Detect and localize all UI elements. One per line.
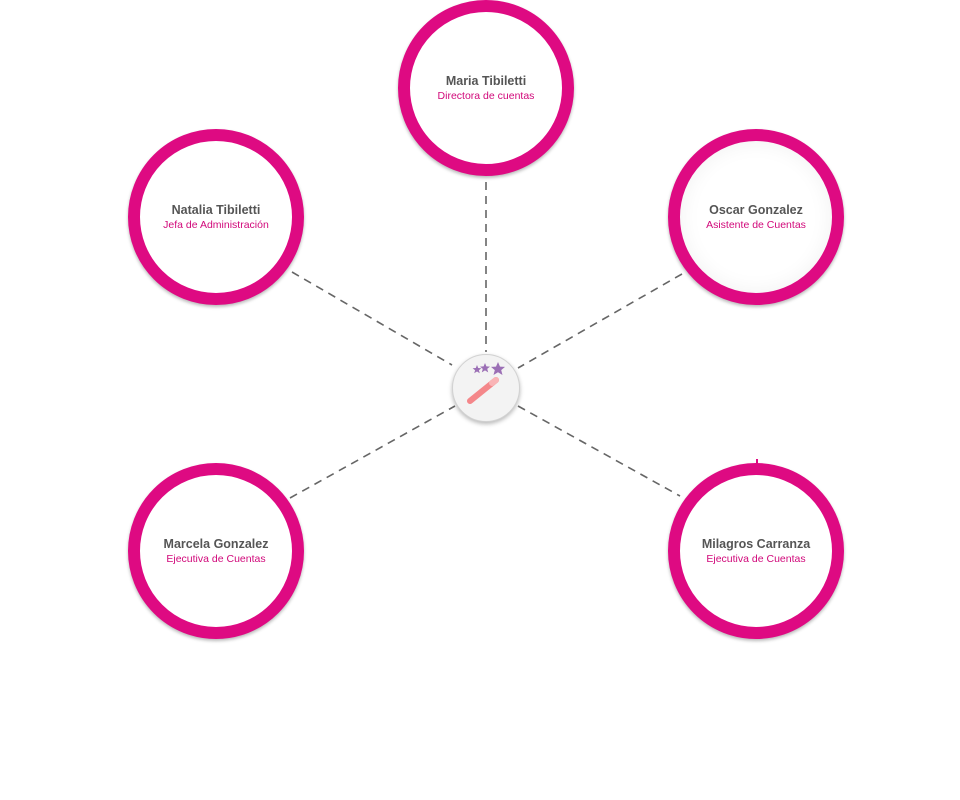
node-name: Maria Tibiletti: [445, 73, 527, 88]
center-hub[interactable]: [452, 354, 520, 422]
node-maria[interactable]: Maria Tibiletti Directora de cuentas: [398, 0, 574, 176]
node-natalia[interactable]: Natalia Tibiletti Jefa de Administración: [128, 129, 304, 305]
connector-marcela: [289, 405, 456, 499]
node-name: Milagros Carranza: [701, 536, 811, 551]
node-name: Natalia Tibiletti: [171, 202, 261, 217]
node-oscar[interactable]: Oscar Gonzalez Asistente de Cuentas: [668, 129, 844, 305]
node-role: Ejecutiva de Cuentas: [166, 552, 266, 565]
connector-natalia: [291, 271, 453, 366]
connector-oscar: [517, 273, 683, 369]
magic-wand-with-stars-icon: [467, 362, 505, 404]
node-role: Jefa de Administración: [163, 218, 269, 231]
node-milagros[interactable]: Milagros Carranza Ejecutiva de Cuentas: [668, 463, 844, 639]
node-role: Ejecutiva de Cuentas: [706, 552, 806, 565]
node-name: Marcela Gonzalez: [163, 536, 269, 551]
node-role: Directora de cuentas: [437, 89, 535, 102]
ring-marker: [756, 459, 758, 465]
node-name: Oscar Gonzalez: [709, 202, 803, 217]
node-marcela[interactable]: Marcela Gonzalez Ejecutiva de Cuentas: [128, 463, 304, 639]
connector-milagros: [517, 405, 681, 497]
node-role: Asistente de Cuentas: [706, 218, 806, 231]
